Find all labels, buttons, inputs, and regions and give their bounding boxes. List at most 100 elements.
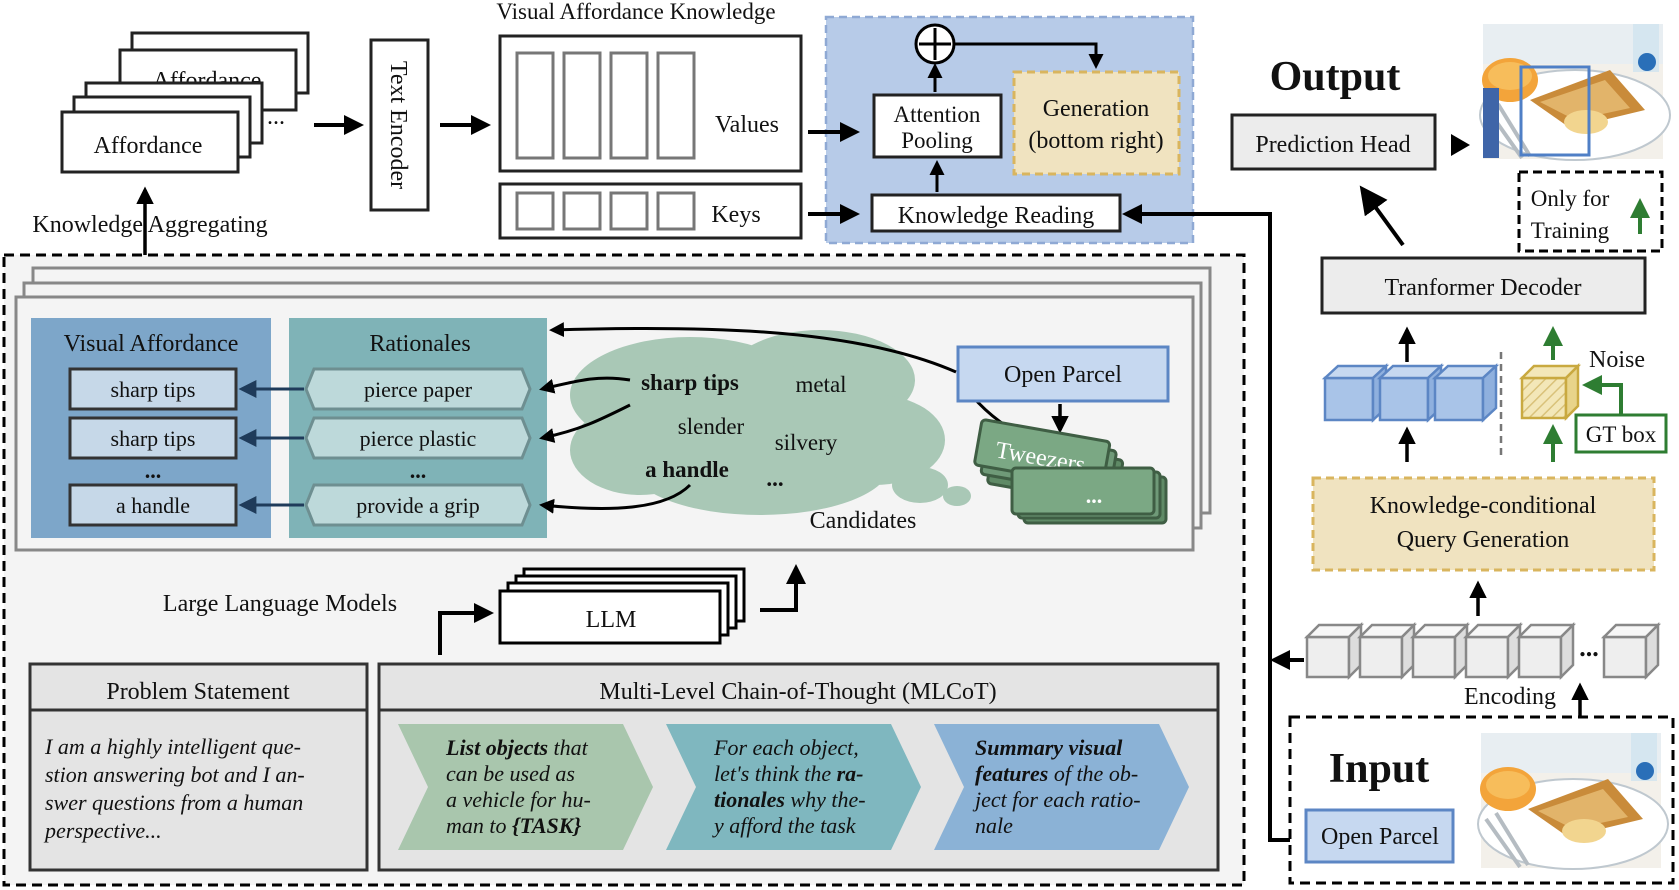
plus-to-generation-arrow <box>954 42 1104 69</box>
mlcot-step-2 <box>666 724 921 850</box>
generation-line1: Generation <box>1043 96 1150 122</box>
problem-line-4: perspective... <box>43 818 162 843</box>
step1-line4: man to {TASK} <box>446 813 581 838</box>
transformer-decoder-label: Tranformer Decoder <box>1384 275 1581 301</box>
encoding-dots: ... <box>1579 633 1599 662</box>
parcel-to-rationales-arrow <box>549 322 957 374</box>
output-title: Output <box>1270 54 1401 100</box>
decoder-to-head-arrow <box>1359 185 1405 247</box>
rat-item-3-box <box>304 483 532 527</box>
keys-label: Keys <box>711 202 760 228</box>
only-for-training-line1: Only for <box>1531 186 1610 211</box>
attention-pooling-box <box>872 93 1003 159</box>
va-item-1-box <box>68 367 238 411</box>
generation-line2: (bottom right) <box>1028 128 1163 154</box>
cloud-metal: metal <box>795 372 846 397</box>
step3-line2: features of the ob- <box>975 761 1138 786</box>
step2-ra: ra- <box>837 761 864 786</box>
prompt-to-llm-arrow <box>438 603 494 655</box>
cloud-dots: ... <box>766 466 783 491</box>
gt-box <box>1574 413 1668 454</box>
step2-why: why the- <box>785 787 866 812</box>
cloud-to-rat-arrow-3 <box>539 483 692 514</box>
text-encoder-label: Text Encoder <box>385 61 411 189</box>
rationales-title: Rationales <box>369 331 470 357</box>
knowledge-reading-box <box>870 193 1122 233</box>
prediction-output-arrow <box>1451 134 1470 156</box>
problem-line-3: swer questions from a human <box>45 790 303 815</box>
rat-item-1-box <box>304 367 532 411</box>
cloud-to-rat-arrow-2 <box>539 403 631 443</box>
encoding-cubes <box>1303 621 1662 681</box>
input-to-reading-connector <box>1122 204 1304 842</box>
step2-lets-think: let's think the <box>714 761 837 786</box>
step2-line2: let's think the ra- <box>714 761 864 786</box>
noise-label: Noise <box>1589 347 1645 373</box>
llm-stack <box>498 567 746 645</box>
affordance-card-front-label: Affordance <box>94 133 203 159</box>
knowledge-reading-label: Knowledge Reading <box>898 203 1095 229</box>
problem-line-1: I am a highly intelligent que- <box>44 734 301 759</box>
step1-task: {TASK} <box>512 813 581 838</box>
step1-line3: a vehicle for hu- <box>446 787 591 812</box>
step2-tionales: tionales <box>714 787 785 812</box>
transformer-decoder-box <box>1320 256 1647 315</box>
object-card-dots: ... <box>1086 483 1103 508</box>
values-label: Values <box>715 112 779 138</box>
step3-line4: nale <box>975 813 1013 838</box>
mlcot-step-3 <box>934 724 1189 850</box>
step2-line4: y afford the task <box>712 813 857 838</box>
cloud-a-handle: a handle <box>645 457 729 482</box>
gt-box-label: GT box <box>1586 422 1657 447</box>
mlcot-step-1 <box>398 724 653 850</box>
va-item-2: sharp tips <box>111 426 196 451</box>
step3-of-the: of the ob- <box>1048 761 1138 786</box>
kcqg-line1: Knowledge-conditional <box>1370 493 1597 519</box>
task-open-parcel-box <box>956 345 1170 403</box>
llm-label: LLM <box>586 607 637 633</box>
rat-item-2: pierce plastic <box>360 426 477 451</box>
cloud-silvery: silvery <box>775 430 838 455</box>
noise-cube <box>1518 362 1582 422</box>
mlcot-title: Multi-Level Chain-of-Thought (MLCoT) <box>599 679 996 705</box>
cloud-slender: slender <box>678 414 745 439</box>
kcqg-box <box>1311 476 1656 572</box>
text-encoder-box <box>369 38 430 212</box>
prediction-head-label: Prediction Head <box>1255 132 1410 158</box>
cloud-to-rat-arrow-1 <box>539 376 631 394</box>
output-bounding-box <box>1519 65 1591 157</box>
only-for-training-line2: Training <box>1531 218 1610 243</box>
va-item-3-box <box>68 483 238 527</box>
keys-box: Keys <box>498 182 803 240</box>
kcqg-line2: Query Generation <box>1397 527 1570 553</box>
candidates-cloud <box>570 330 971 515</box>
cloud-sharp-tips: sharp tips <box>641 370 739 395</box>
step2-line3: tionales why the- <box>714 787 866 812</box>
problem-line-2: stion answering bot and I an- <box>45 762 305 787</box>
llm-caption: Large Language Models <box>163 591 397 617</box>
llm-to-candidates-arrow <box>760 564 806 612</box>
rat-item-2-box <box>304 416 532 460</box>
va-item-2-box <box>68 416 238 460</box>
attention-pooling-line1: Attention <box>894 102 981 127</box>
va-item-1: sharp tips <box>111 377 196 402</box>
input-open-parcel-box <box>1304 808 1455 864</box>
rat-item-1: pierce paper <box>364 377 473 402</box>
knowledge-aggregating-label: Knowledge Aggregating <box>32 212 267 238</box>
input-food-image <box>1477 733 1669 870</box>
visual-affordance-title: Visual Affordance <box>64 331 239 357</box>
rat-item-dots: ... <box>410 458 427 483</box>
step2-line1: For each object, <box>713 735 859 760</box>
step1-that: that <box>548 735 589 760</box>
step1-line2: can be used as <box>446 761 575 786</box>
va-item-3: a handle <box>116 493 190 518</box>
rat-item-3: provide a grip <box>356 493 479 518</box>
query-cubes <box>1321 363 1500 423</box>
candidates-label: Candidates <box>810 508 917 534</box>
step3-features: features <box>975 761 1048 786</box>
problem-statement-title: Problem Statement <box>106 679 290 705</box>
step1-man-to: man to <box>446 813 512 838</box>
encoding-label: Encoding <box>1464 684 1556 710</box>
step3-line1: Summary visual <box>975 735 1123 760</box>
